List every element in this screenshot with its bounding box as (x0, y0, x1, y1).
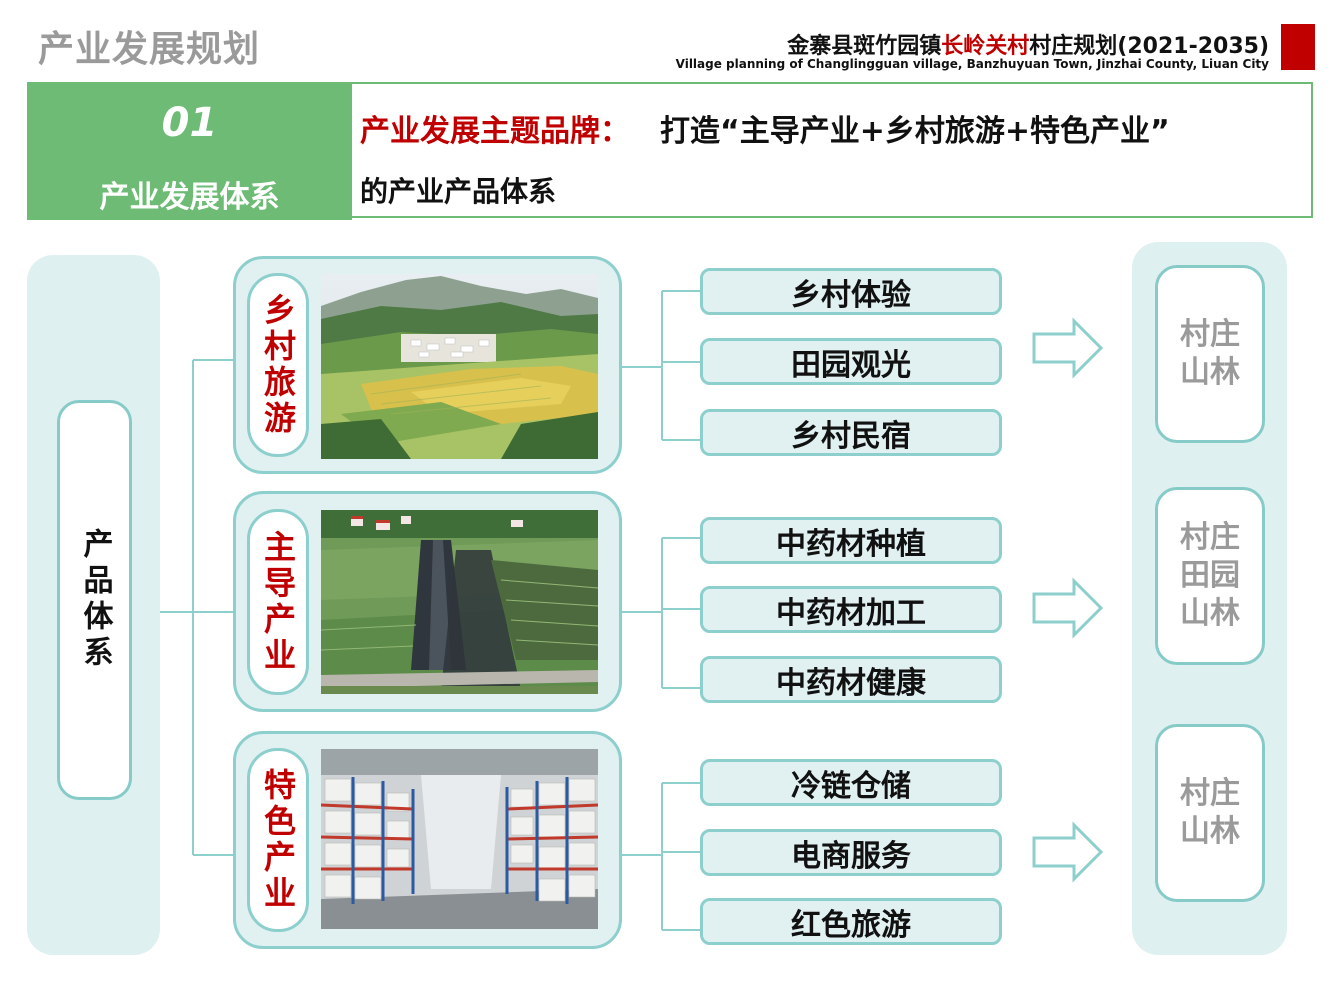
zone-label: 村庄 (1180, 317, 1240, 352)
section-number: 01 (161, 100, 218, 146)
section-banner-tag (27, 82, 352, 220)
item-rural-homestay: 乡村民宿 (700, 409, 1002, 456)
banner-statement: 产业发展主题品牌： 打造“主导产业+乡村旅游+特色产业” (360, 106, 1170, 150)
zone-label: 村庄 (1180, 776, 1240, 811)
cold-storage-warehouse-photo (321, 749, 598, 929)
red-accent-block (1281, 24, 1315, 70)
product-system-label: 产品体系 (57, 400, 132, 800)
doc-title-highlight: 长岭关村 (941, 34, 1030, 59)
document-title: 金寨县斑竹园镇长岭关村村庄规划(2021-2035) (787, 28, 1269, 60)
brand-description-line2: 的产业产品体系 (360, 175, 557, 208)
zone-label: 山林 (1180, 596, 1240, 631)
doc-title-prefix: 金寨县斑竹园镇 (787, 34, 942, 59)
zone-label: 村庄 (1180, 520, 1240, 555)
item-herb-health: 中药材健康 (700, 656, 1002, 703)
category-label-leading-industry: 主导产业 (247, 509, 309, 695)
doc-title-suffix: 村庄规划(2021-2035) (1029, 34, 1269, 59)
arrow-right-icon (1032, 821, 1104, 883)
item-cold-chain-storage: 冷链仓储 (700, 759, 1002, 806)
herb-plantation-photo (321, 510, 598, 694)
zone-label: 田园 (1180, 558, 1240, 593)
zone-label: 山林 (1180, 355, 1240, 390)
item-rural-experience: 乡村体验 (700, 268, 1002, 315)
item-pastoral-sightseeing: 田园观光 (700, 338, 1002, 385)
brand-key-phrase: 产业发展主题品牌 (360, 114, 600, 149)
item-herb-planting: 中药材种植 (700, 517, 1002, 564)
arrow-right-icon (1032, 317, 1104, 379)
page-title: 产业发展规划 (38, 29, 261, 70)
category-label-rural-tourism: 乡村旅游 (247, 273, 309, 457)
section-label: 产业发展体系 (99, 180, 280, 215)
zone-box-leading-industry: 村庄 田园 山林 (1155, 487, 1265, 665)
brand-colon: ： (600, 114, 630, 149)
zone-label: 山林 (1180, 814, 1240, 849)
category-label-specialty-industry: 特色产业 (247, 748, 309, 932)
zone-box-rural-tourism: 村庄 山林 (1155, 265, 1265, 443)
rural-landscape-photo (321, 274, 598, 459)
item-red-tourism: 红色旅游 (700, 898, 1002, 945)
item-ecommerce-service: 电商服务 (700, 829, 1002, 876)
item-herb-processing: 中药材加工 (700, 586, 1002, 633)
brand-description-line1: 打造“主导产业+乡村旅游+特色产业” (660, 114, 1170, 149)
arrow-right-icon (1032, 577, 1104, 639)
zone-box-specialty-industry: 村庄 山林 (1155, 724, 1265, 902)
document-subtitle: Village planning of Changlingguan villag… (675, 57, 1269, 71)
